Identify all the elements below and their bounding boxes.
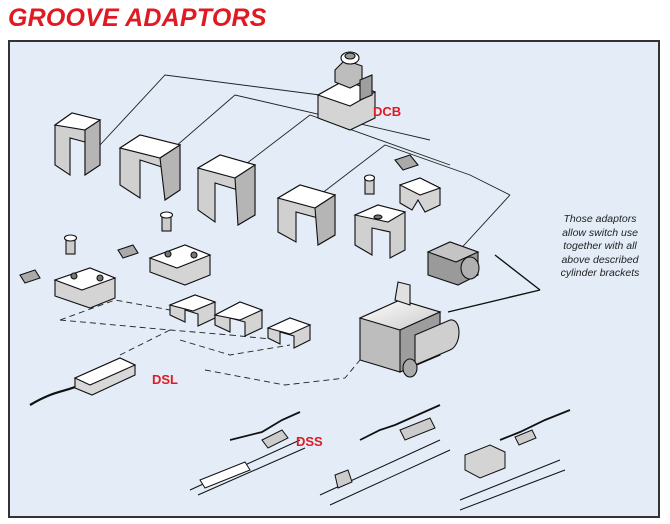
dsl-label: DSL <box>152 372 178 387</box>
screw-and-clamp-part <box>353 174 407 259</box>
u-bracket-4 <box>276 184 337 246</box>
note-line: Those adaptors <box>563 213 637 225</box>
dsl-saddle-1 <box>168 294 217 327</box>
dcb-label: DCB <box>373 104 402 119</box>
dss-rail-3 <box>459 409 571 511</box>
page-title: GROOVE ADAPTORS <box>8 4 267 32</box>
dcb-leader-lines <box>99 74 511 256</box>
dss-rail-1 <box>189 411 306 496</box>
clip-parts <box>394 154 442 213</box>
grey-block-adaptor <box>426 241 480 286</box>
dsl-plate-middle <box>117 211 212 286</box>
u-bracket-3 <box>196 154 257 226</box>
note-line: together with all <box>563 240 637 252</box>
dsl-saddle-2 <box>213 301 264 337</box>
dss-rail-2 <box>319 404 451 506</box>
u-bracket-1 <box>53 112 102 177</box>
adaptor-note: Those adaptors allow switch use together… <box>546 213 654 281</box>
dss-label: DSS <box>296 434 323 449</box>
dsl-saddle-3 <box>266 317 312 349</box>
note-line: cylinder brackets <box>560 267 640 279</box>
dsl-plate-left <box>19 234 117 309</box>
note-line: above described <box>561 253 639 266</box>
u-bracket-2 <box>118 134 182 202</box>
large-adaptor-block <box>358 281 460 378</box>
note-pointer-lines <box>447 254 541 313</box>
note-line: allow switch use <box>562 226 638 239</box>
dsl-sensor <box>29 357 137 406</box>
dcb-connector-part <box>316 51 377 131</box>
